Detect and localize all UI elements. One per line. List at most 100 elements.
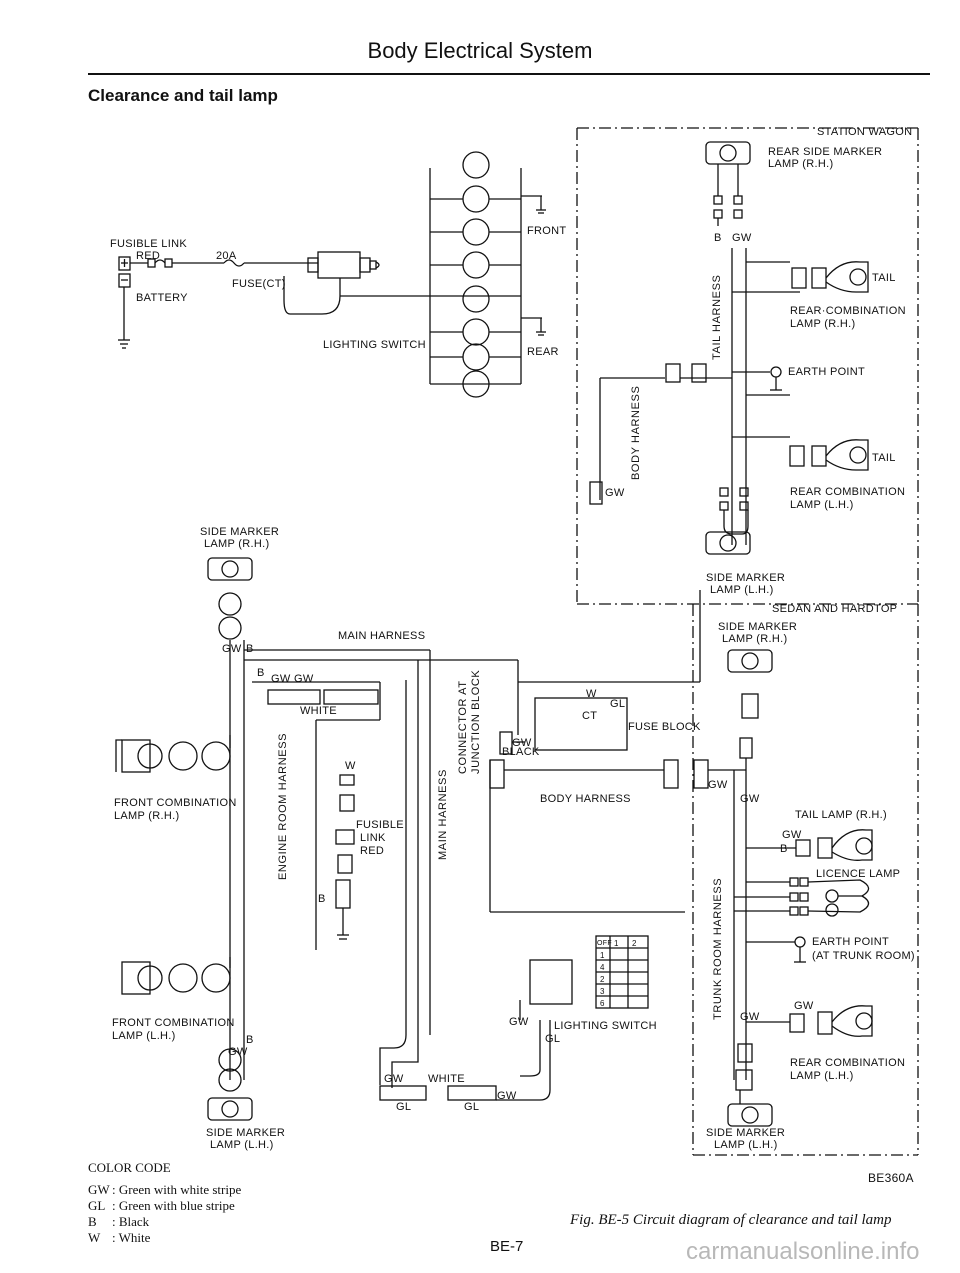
wire-gw-main-1: GW	[271, 673, 291, 685]
wire-gw-sedan-2: GW	[740, 793, 760, 805]
wire-gw-bottom: GW	[384, 1073, 404, 1085]
wagon-side-marker-lamp-label: LAMP (L.H.)	[710, 584, 774, 596]
amp-20-label: 20A	[216, 250, 237, 262]
wire-gw-main-2: GW	[294, 673, 314, 685]
switch-row-2: 2	[600, 975, 605, 984]
fusible-link-symbol	[130, 258, 318, 268]
lamp-bus-left	[429, 168, 546, 384]
body-harness-label: BODY HARNESS	[540, 793, 631, 805]
wire-b-front-lh: B	[246, 1034, 254, 1046]
ct-label: CT	[582, 710, 598, 722]
station-wagon-frame	[576, 127, 919, 605]
left-side-marker-lh-lamp-label: LAMP (L.H.)	[210, 1139, 274, 1151]
color-code-b: B	[88, 1214, 97, 1229]
sedan-side-marker-rh	[727, 649, 773, 1080]
wire-gl-bottom-2: GL	[464, 1101, 480, 1113]
wire-b-tail: B	[780, 843, 788, 855]
lighting-switch-symbol	[283, 251, 430, 315]
wagon-rear-side-marker-lamp-label: LAMP (R.H.)	[768, 158, 834, 170]
front-combination-lh	[121, 957, 231, 995]
rear-combination-rh-label: REAR·COMBINATION	[790, 305, 906, 317]
switch-row-3: 3	[600, 987, 605, 996]
switch-head-1: 1	[614, 939, 619, 948]
rear-combination-lh-label: REAR COMBINATION	[790, 486, 906, 498]
wire-gw-front-lh: GW	[228, 1046, 248, 1058]
lighting-switch-table	[496, 935, 649, 1101]
wagon-side-marker-label: SIDE MARKER	[706, 572, 786, 584]
wire-w-fusible: W	[345, 760, 356, 772]
rear-combination-rh-lamp-label: LAMP (R.H.)	[790, 318, 856, 330]
station-wagon-label: STATION WAGON	[817, 126, 913, 138]
wagon-tail-bus	[589, 248, 800, 555]
wire-b-left: B	[246, 643, 254, 655]
connector-junction-label-1: CONNECTOR AT	[457, 680, 469, 774]
bulb-row	[430, 151, 521, 398]
wire-gw-wagon: GW	[732, 232, 752, 244]
white-bottom-label: WHITE	[428, 1073, 465, 1085]
sedan-side-marker-label: SIDE MARKER	[718, 621, 798, 633]
wire-gl-fuse: GL	[610, 698, 626, 710]
color-code-w-desc: : White	[112, 1230, 151, 1245]
sedan-tail-lamp-rh-label: TAIL LAMP (R.H.)	[795, 809, 887, 821]
switch-head-2: 2	[632, 939, 637, 948]
section-title: Clearance and tail lamp	[88, 86, 278, 105]
fuse-block-label: FUSE BLOCK	[628, 721, 701, 733]
color-code-b-desc: : Black	[112, 1214, 150, 1229]
sedan-frame	[692, 604, 919, 1156]
sedan-rear-combination-lamp-label: LAMP (L.H.)	[790, 1070, 854, 1082]
front-combination-rh-lamp-label: LAMP (R.H.)	[114, 810, 180, 822]
sedan-side-marker-lh-label: SIDE MARKER	[706, 1127, 786, 1139]
wire-w-fuse: W	[586, 688, 597, 700]
front-combination-rh	[115, 735, 231, 773]
page-number: BE-7	[490, 1238, 524, 1255]
color-code-gw: GW	[88, 1182, 110, 1197]
switch-off-label: OFF	[597, 940, 612, 947]
front-label: FRONT	[527, 225, 567, 237]
color-code-gw-desc: : Green with white stripe	[112, 1182, 242, 1197]
fuse-block-section	[489, 590, 746, 913]
tail-label-lh: TAIL	[872, 452, 896, 464]
trunk-earth-point	[746, 936, 806, 963]
lighting-switch-bottom-label: LIGHTING SWITCH	[554, 1020, 657, 1032]
fusible-label: FUSIBLE	[356, 819, 404, 831]
white-connector-label: WHITE	[300, 705, 337, 717]
fusible-link-label: FUSIBLE LINK	[110, 238, 187, 250]
licence-lamps	[734, 877, 870, 917]
figure-id: BE360A	[868, 1171, 914, 1185]
front-combination-rh-label: FRONT COMBINATION	[114, 797, 237, 809]
header-rule	[88, 73, 930, 75]
engine-room-harness-label: ENGINE ROOM HARNESS	[277, 732, 289, 880]
tail-harness-label: TAIL HARNESS	[711, 274, 723, 360]
main-harness-label: MAIN HARNESS	[338, 630, 426, 642]
wire-gw-lh: GW	[794, 1000, 814, 1012]
sedan-tail-lamp-rh	[746, 829, 873, 861]
battery-label: BATTERY	[136, 292, 188, 304]
wire-b-wagon: B	[714, 232, 722, 244]
wagon-tail-lamp-lh	[789, 439, 869, 471]
sedan-rear-combination-label: REAR COMBINATION	[790, 1057, 906, 1069]
main-harness-vertical-label: MAIN HARNESS	[437, 769, 449, 860]
lighting-switch-label: LIGHTING SWITCH	[323, 339, 426, 351]
left-side-markers	[207, 557, 253, 1121]
left-side-marker-rh-lamp-label: LAMP (R.H.)	[204, 538, 270, 550]
watermark-text: carmanualsonline.info	[686, 1238, 920, 1265]
color-code-gl-desc: : Green with blue stripe	[112, 1198, 235, 1213]
fuse-ct-label: FUSE(CT)	[232, 278, 286, 290]
wire-gw-wagon-body: GW	[605, 487, 625, 499]
color-code-title: COLOR CODE	[88, 1160, 171, 1175]
black-connector-label: BLACK	[502, 746, 540, 758]
rear-combination-lh-lamp-label: LAMP (L.H.)	[790, 499, 854, 511]
figure-caption: Fig. BE-5 Circuit diagram of clearance a…	[570, 1212, 892, 1228]
left-side-marker-rh-label: SIDE MARKER	[200, 526, 280, 538]
trunk-earth-point-label: EARTH POINT	[812, 936, 890, 948]
battery-symbol	[118, 256, 131, 349]
switch-row-6: 6	[600, 999, 605, 1008]
wagon-earth-point	[770, 366, 782, 391]
link-label: LINK	[360, 832, 386, 844]
front-combination-lh-lamp-label: LAMP (L.H.)	[112, 1030, 176, 1042]
wagon-tail-lamp-rh	[791, 261, 869, 293]
wire-gw-sedan: GW	[708, 779, 728, 791]
connector-junction-label-2: JUNCTION BLOCK	[470, 669, 482, 774]
